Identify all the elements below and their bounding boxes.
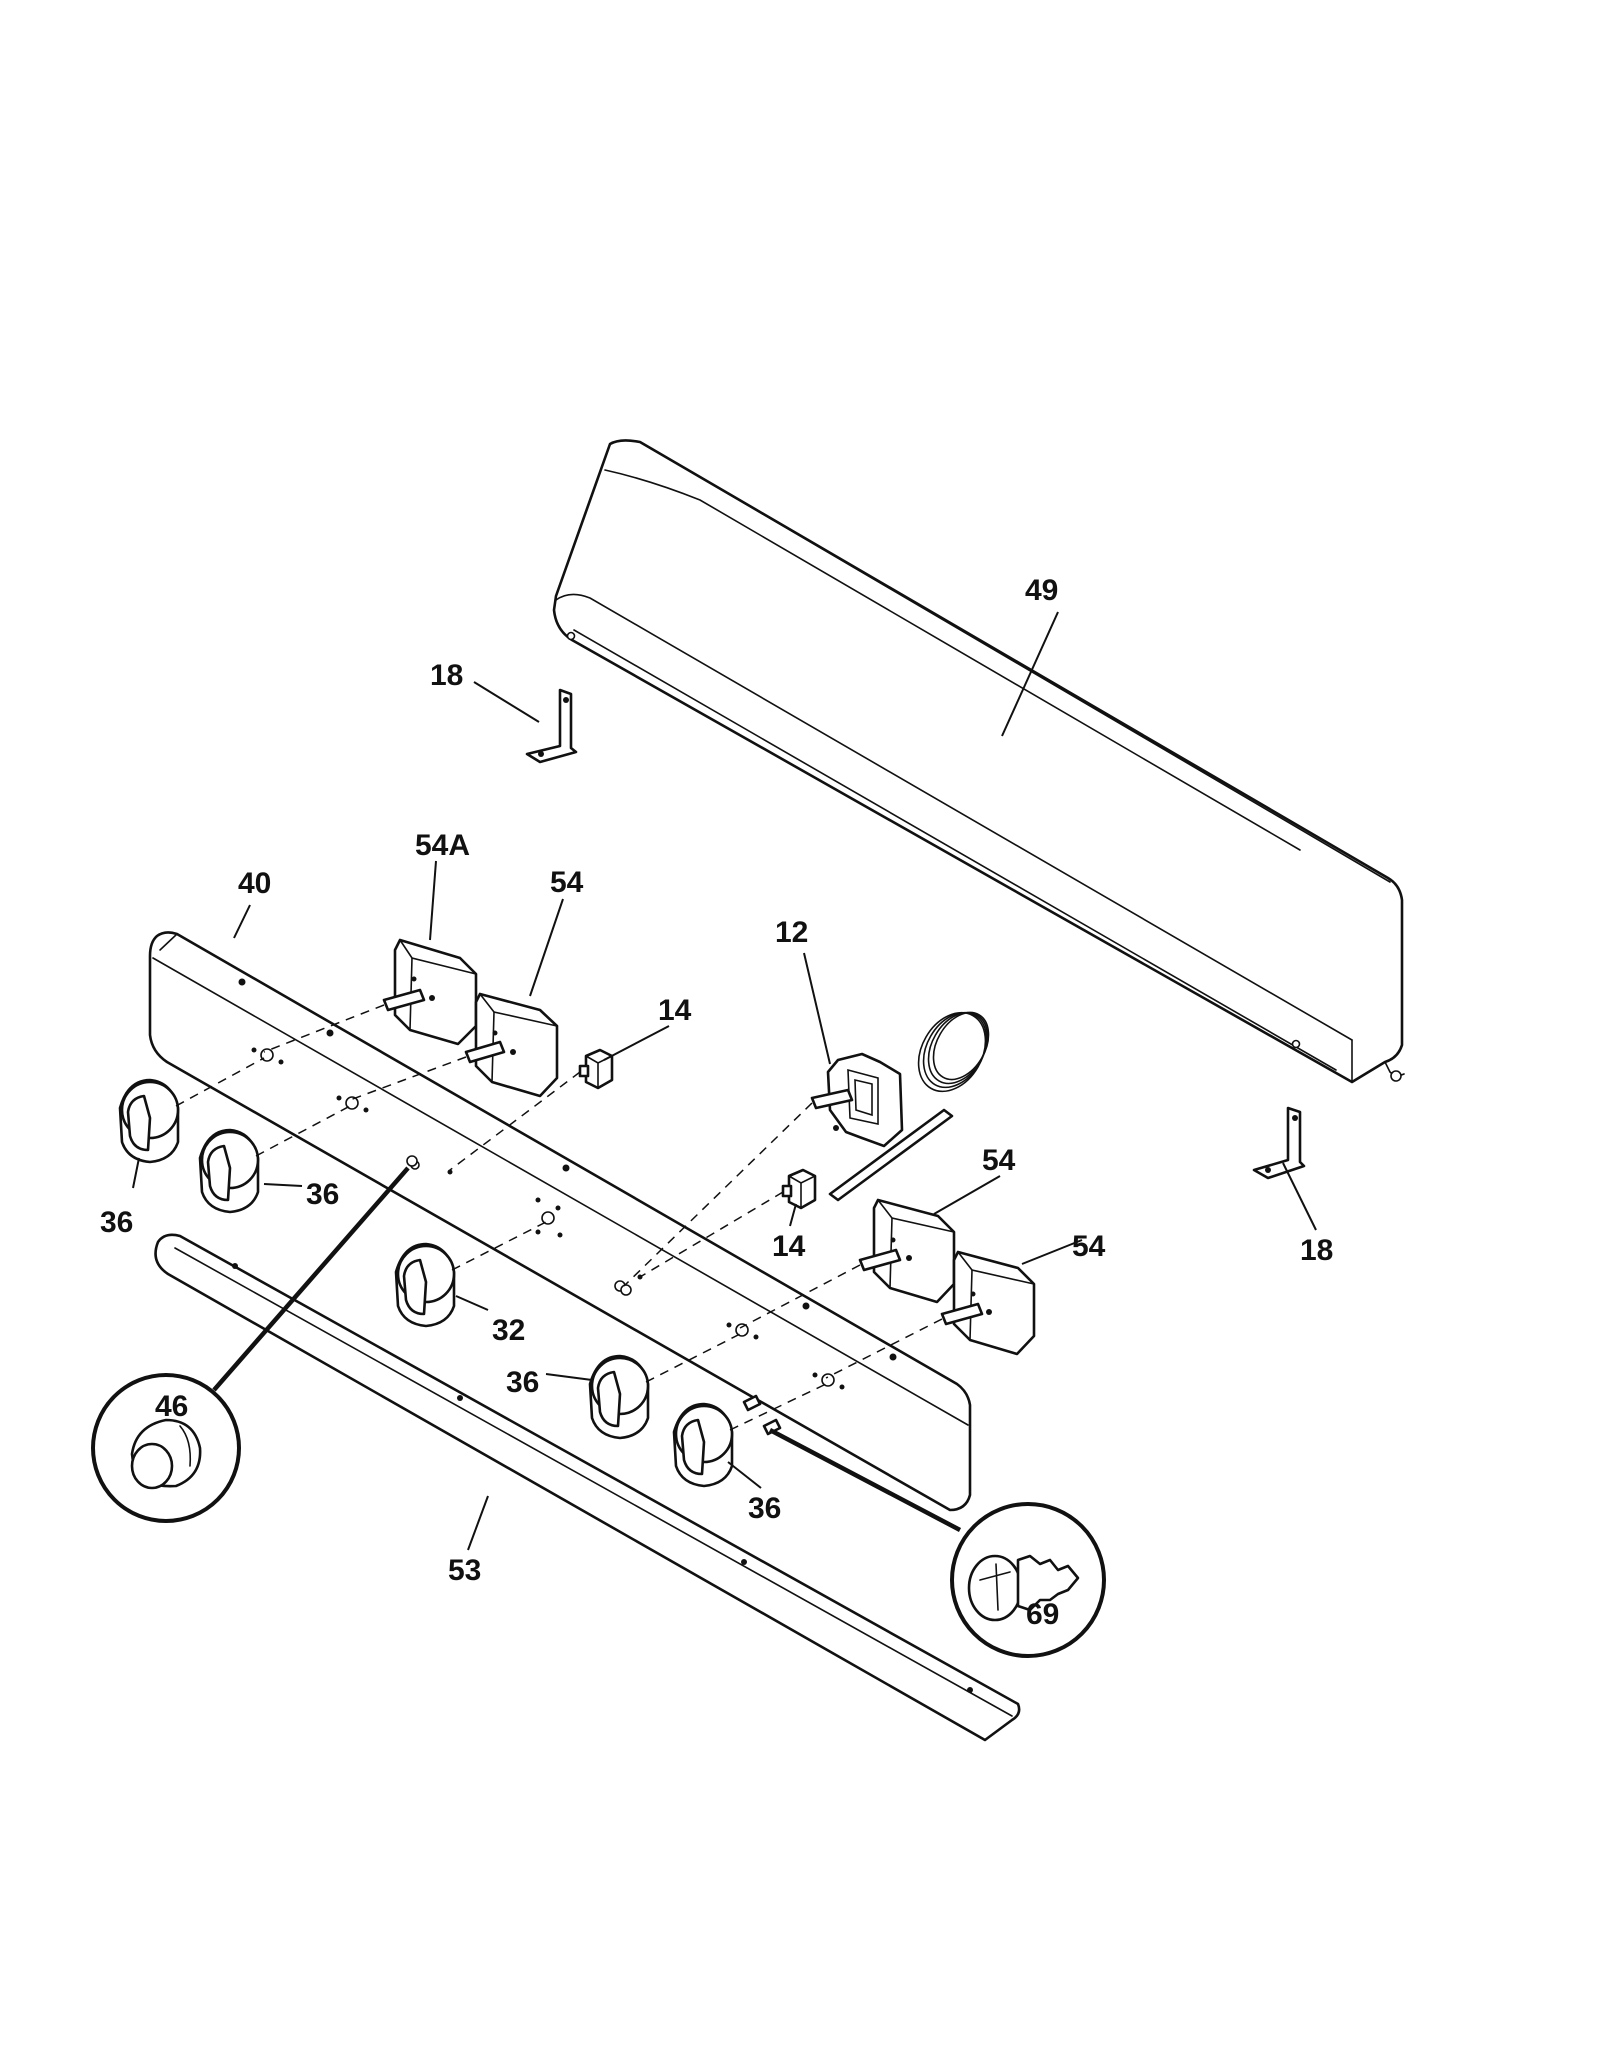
mounting-bracket-right (1252, 1106, 1306, 1180)
callout-54-top: 54 (550, 866, 584, 899)
control-panel (148, 931, 972, 1512)
signal-light-top (578, 1048, 614, 1090)
callout-54a: 54A (415, 829, 470, 862)
callout-18-top: 18 (430, 659, 463, 692)
leader-lines (132, 611, 1317, 1551)
backguard-panel (552, 439, 1405, 1084)
knob-36-second (198, 1128, 260, 1214)
detail-69 (950, 1502, 1106, 1658)
callout-36-center: 36 (506, 1366, 539, 1399)
knob-clip (406, 1155, 418, 1167)
callout-69: 69 (1026, 1598, 1059, 1631)
callout-32: 32 (492, 1314, 525, 1347)
callout-36-left: 36 (100, 1206, 133, 1239)
knob-36-center (588, 1354, 650, 1440)
signal-light-bottom (781, 1168, 817, 1210)
callout-46: 46 (155, 1390, 188, 1423)
callout-54-mid: 54 (982, 1144, 1016, 1177)
callout-36-second: 36 (306, 1178, 339, 1211)
oven-thermostat (810, 1011, 990, 1202)
callout-53: 53 (448, 1554, 481, 1587)
callout-36-right: 36 (748, 1492, 781, 1525)
callout-54-right: 54 (1072, 1230, 1106, 1263)
knob-32-center (394, 1242, 456, 1328)
knob-36-left (118, 1078, 180, 1164)
callout-18-bottom: 18 (1300, 1234, 1333, 1267)
lower-trim-strip (154, 1233, 1021, 1742)
knob-36-right (672, 1402, 734, 1488)
callout-40: 40 (238, 867, 271, 900)
callout-14-bottom: 14 (772, 1230, 806, 1263)
alignment-lines (175, 1004, 943, 1431)
infinite-switch-top (464, 992, 559, 1098)
callout-14-top: 14 (658, 994, 692, 1027)
detail-46 (91, 1373, 241, 1523)
callout-49: 49 (1025, 574, 1058, 607)
callout-12: 12 (775, 916, 808, 949)
mounting-bracket-left (525, 688, 578, 764)
panel-screws (742, 1394, 782, 1436)
infinite-switch-right (940, 1250, 1036, 1356)
infinite-switch-54a (382, 938, 478, 1046)
infinite-switch-mid (858, 1198, 956, 1304)
callout-labels: 49 18 18 54A 54 40 12 14 14 54 54 36 36 … (100, 574, 1333, 1631)
